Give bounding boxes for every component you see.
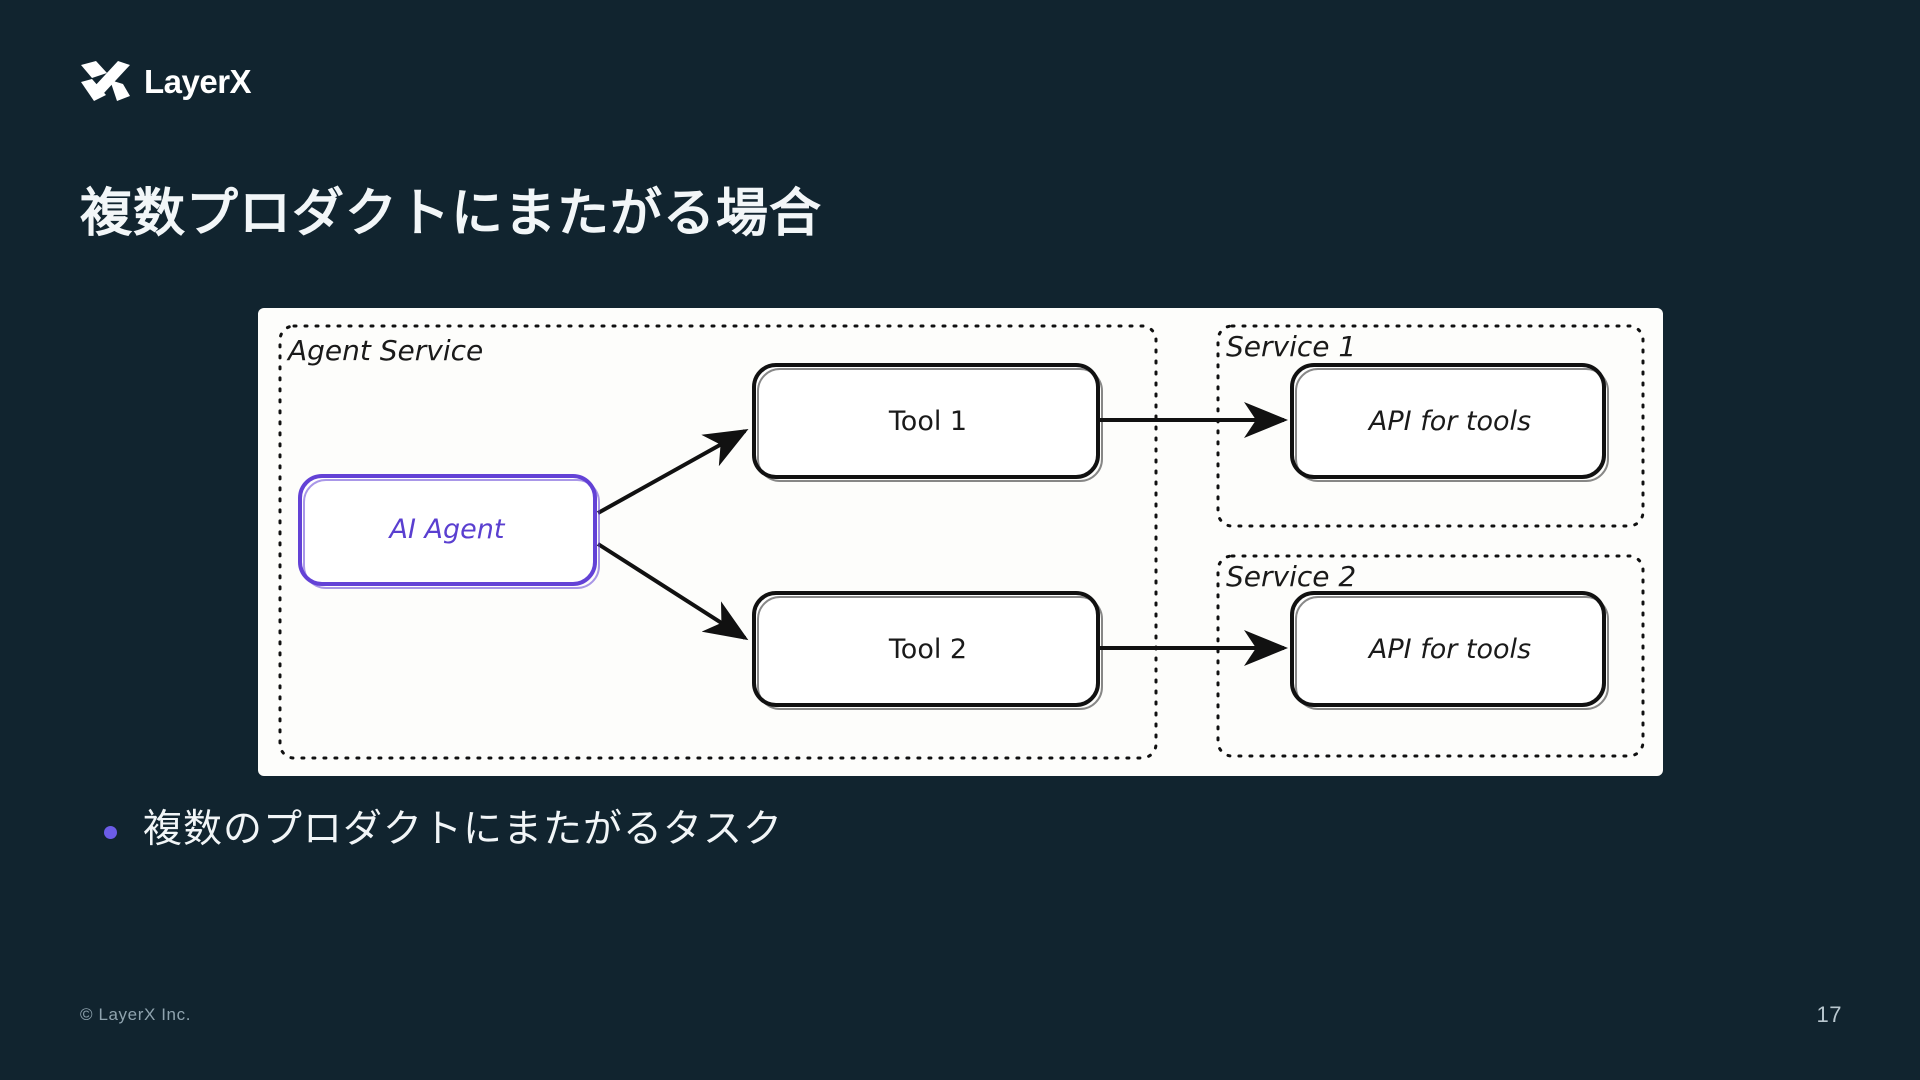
- group-label-agent-service: Agent Service: [286, 334, 483, 367]
- layerx-x-mark-icon: [81, 61, 130, 101]
- node-api-2[interactable]: API for tools: [1290, 591, 1609, 710]
- page-number: 17: [1816, 1002, 1842, 1027]
- node-label-tool-1: Tool 1: [888, 406, 967, 437]
- group-label-service-1: Service 1: [1226, 330, 1356, 363]
- brand-logo: LayerX: [80, 60, 252, 102]
- node-tool-1[interactable]: Tool 1: [752, 363, 1103, 482]
- group-service-1: Service 1: [1216, 324, 1645, 528]
- group-agent-service: Agent Service: [278, 324, 1158, 760]
- node-tool-2[interactable]: Tool 2: [752, 591, 1103, 710]
- bullet-list-item: 複数のプロダクトにまたがるタスク: [104, 805, 783, 856]
- architecture-diagram: Agent Service Service 1 Service 2 AI Age…: [258, 308, 1663, 776]
- node-label-tool-2: Tool 2: [888, 634, 967, 665]
- brand-name: LayerX: [144, 62, 252, 100]
- bullet-dot-icon: [104, 825, 117, 839]
- edge-agent-to-tool1: [597, 429, 749, 515]
- node-ai-agent[interactable]: AI Agent: [298, 474, 600, 589]
- footer-copyright: © LayerX Inc.: [80, 1005, 192, 1024]
- node-label-api-1: API for tools: [1367, 406, 1531, 437]
- group-service-2: Service 2: [1216, 554, 1645, 758]
- node-api-1[interactable]: API for tools: [1290, 363, 1609, 482]
- diagram-edges: [596, 402, 1288, 666]
- node-label-api-2: API for tools: [1367, 634, 1531, 665]
- bullet-text: 複数のプロダクトにまたがるタスク: [143, 808, 784, 851]
- node-label-ai-agent: AI Agent: [388, 514, 506, 545]
- page-title: 複数プロダクトにまたがる場合: [80, 185, 823, 243]
- group-label-service-2: Service 2: [1226, 560, 1356, 593]
- edge-agent-to-tool2: [596, 542, 749, 641]
